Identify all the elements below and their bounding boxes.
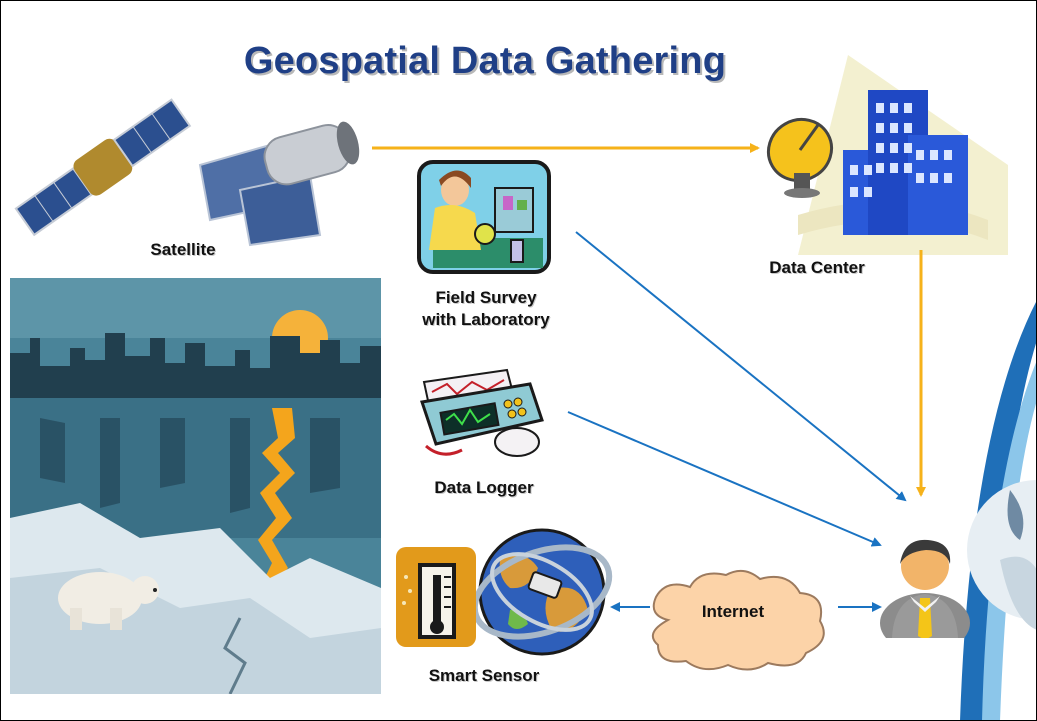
satellite-label: Satellite — [150, 240, 216, 259]
field-survey-label-line2: with Laboratory — [422, 310, 550, 329]
internet-label: Internet — [701, 602, 765, 621]
satellite-icon — [14, 98, 360, 247]
data-center-label: Data Center — [769, 258, 865, 277]
field-survey-label-line1: Field Survey — [435, 288, 537, 307]
smart-sensor-label: Smart Sensor — [428, 666, 540, 685]
cloud-icon — [651, 569, 825, 671]
page-title: Geospatial Data Gathering — [243, 40, 727, 82]
scientist-icon — [417, 160, 551, 274]
polar-scene-image — [10, 278, 381, 694]
globe-icon — [471, 528, 613, 656]
user-icon — [880, 539, 970, 638]
arrow-datalogger-to-user — [567, 411, 882, 547]
data-logger-label: Data Logger — [434, 478, 534, 497]
arrow-fieldsurvey-to-user — [575, 231, 907, 502]
decorative-swoosh — [960, 300, 1037, 721]
data-logger-icon — [420, 368, 544, 457]
smart-sensor-icon — [396, 547, 476, 647]
data-center-icon — [766, 55, 1008, 255]
